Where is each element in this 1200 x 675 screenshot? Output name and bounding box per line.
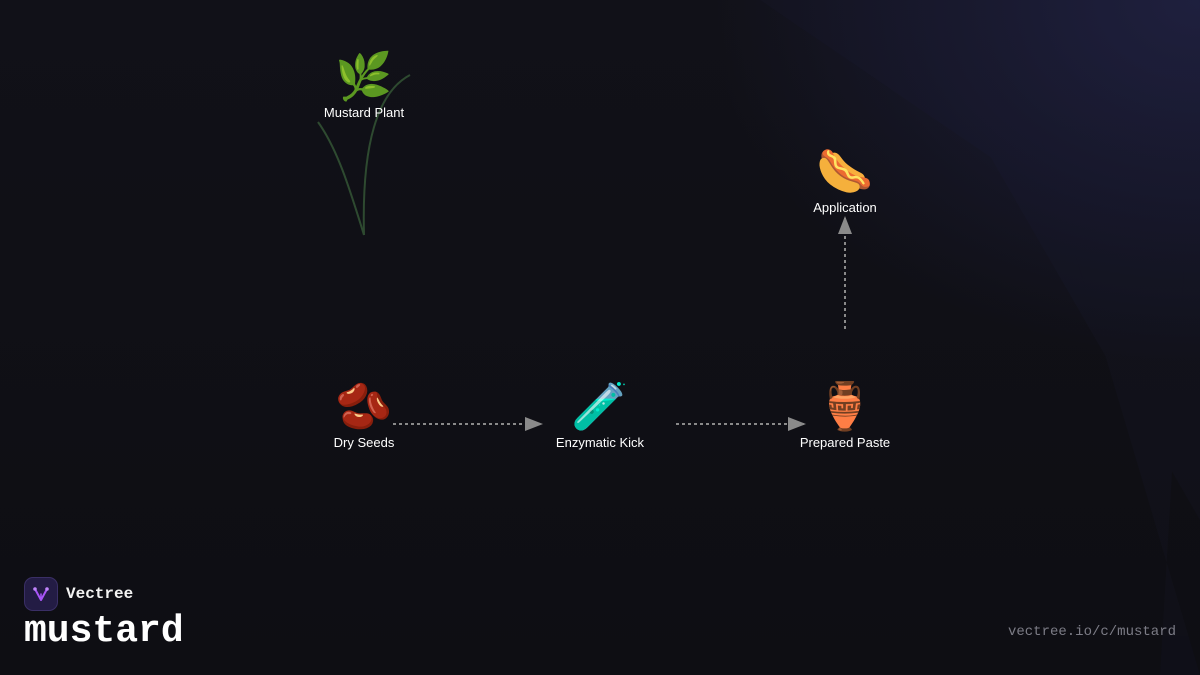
node-mustard-plant[interactable]: 🌿 Mustard Plant <box>284 48 444 120</box>
node-enzymatic-kick[interactable]: 🧪 Enzymatic Kick <box>520 378 680 450</box>
beans-icon: 🫘 <box>335 379 393 433</box>
node-prepared-paste[interactable]: 🏺 Prepared Paste <box>765 378 925 450</box>
node-dry-seeds[interactable]: 🫘 Dry Seeds <box>284 378 444 450</box>
mustard-plant-stem-branch <box>317 121 365 236</box>
mustard-plant-stem <box>362 74 411 236</box>
test-tube-icon: 🧪 <box>571 379 629 433</box>
node-application[interactable]: 🌭 Application <box>765 143 925 215</box>
node-label: Application <box>813 200 877 215</box>
node-label: Mustard Plant <box>323 105 405 120</box>
hot-dog-icon: 🌭 <box>816 144 874 198</box>
node-label: Enzymatic Kick <box>555 435 645 450</box>
brand[interactable]: Vectree <box>24 577 133 611</box>
node-label: Dry Seeds <box>333 435 395 450</box>
page-title: mustard <box>24 610 184 653</box>
brand-name: Vectree <box>66 585 134 603</box>
amphora-icon: 🏺 <box>816 379 874 433</box>
node-label: Prepared Paste <box>799 435 891 450</box>
herb-icon: 🌿 <box>335 49 393 103</box>
page-url[interactable]: vectree.io/c/mustard <box>1007 624 1176 640</box>
vectree-logo-icon <box>24 577 58 611</box>
